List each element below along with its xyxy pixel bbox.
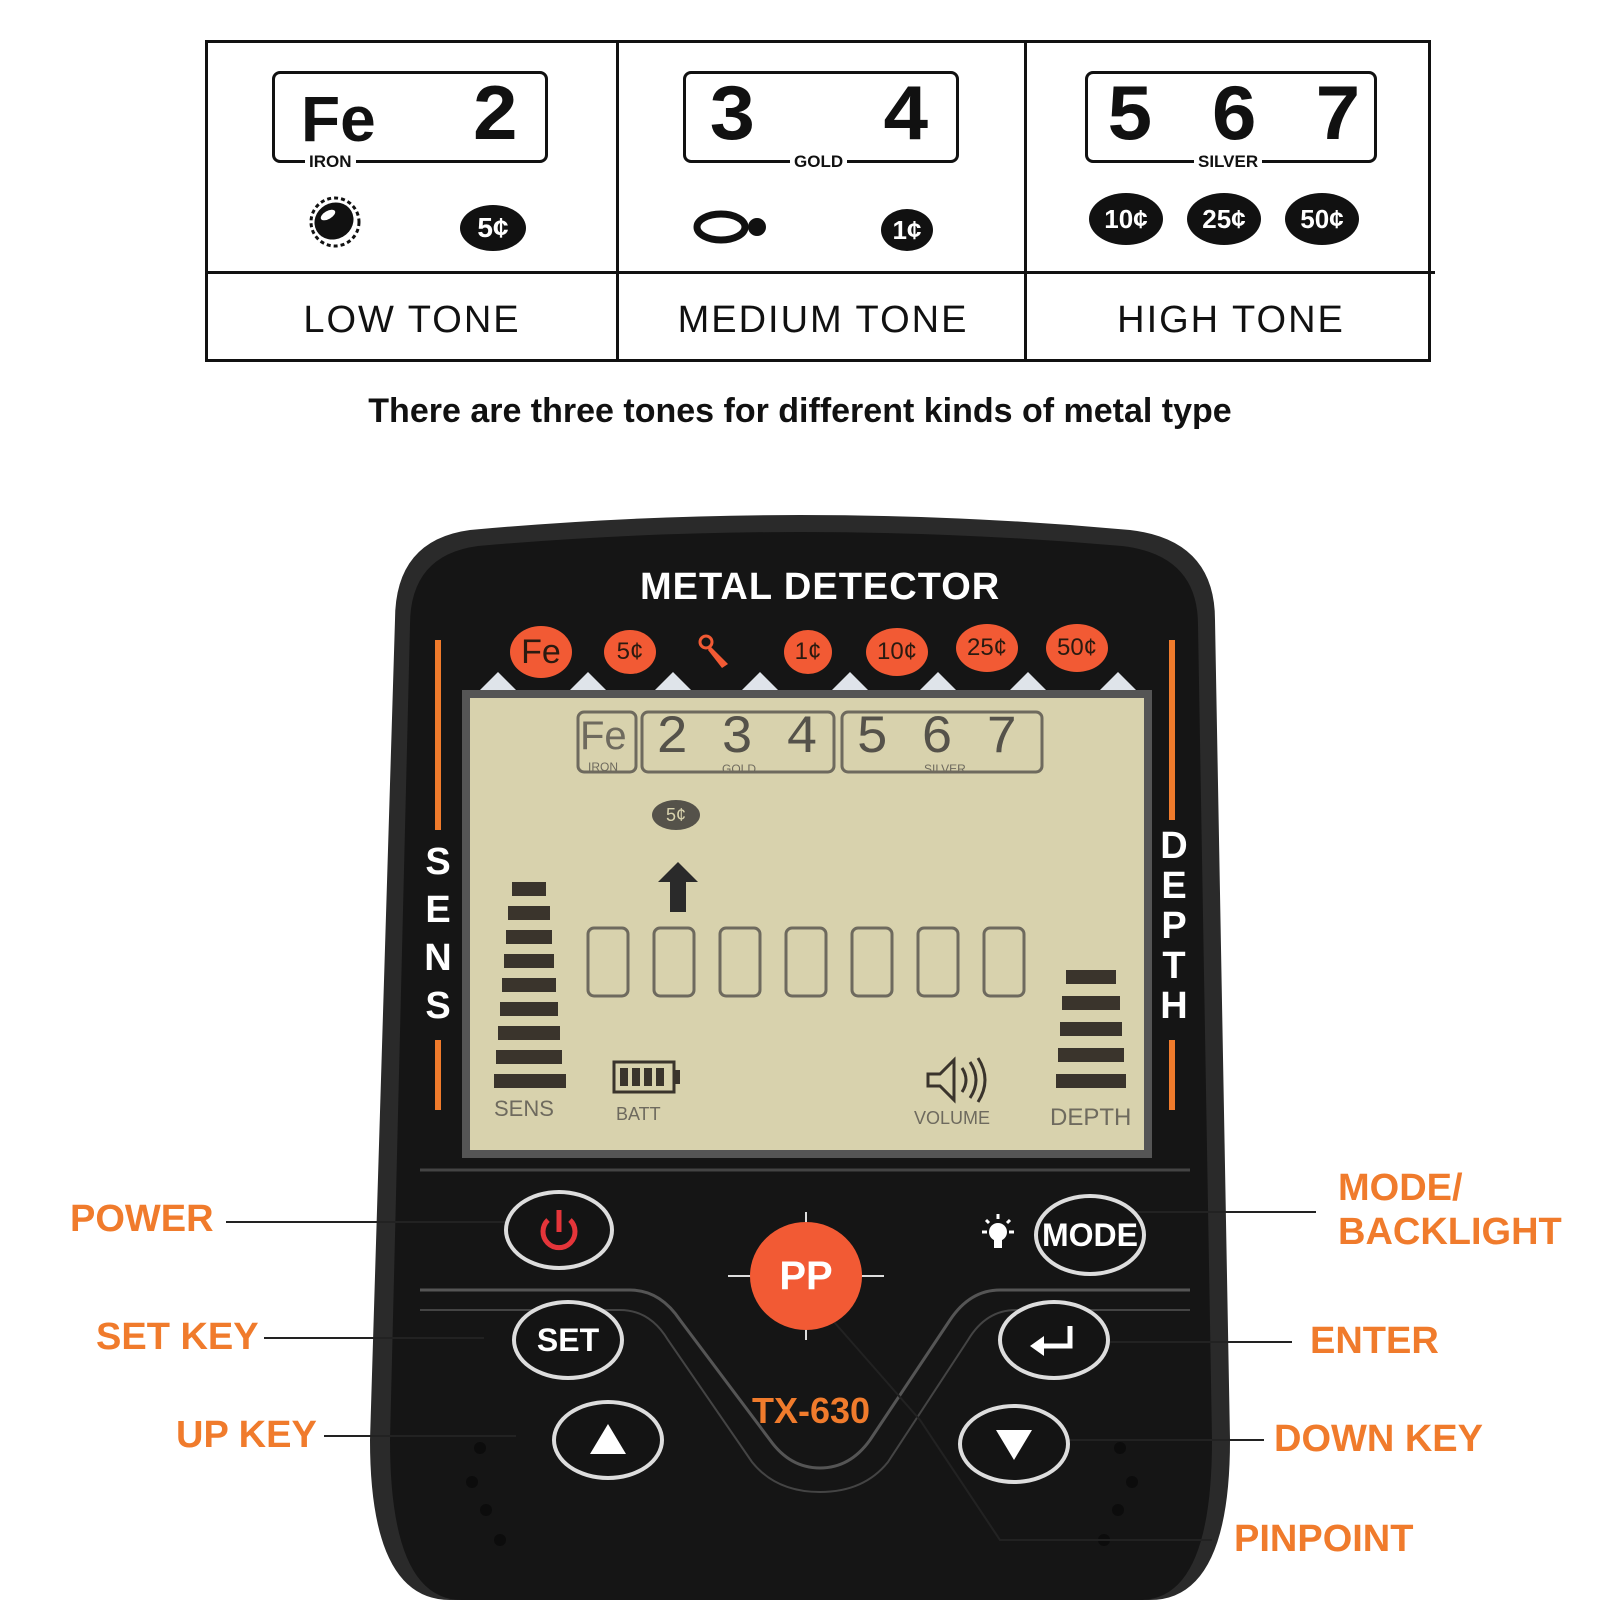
caption: There are three tones for different kind… — [368, 392, 1232, 430]
fe-symbol: Fe — [301, 83, 376, 155]
medium-tone-label: MEDIUM TONE — [677, 299, 969, 341]
callout-pinpoint: PINPOINT — [1234, 1518, 1414, 1560]
coin-50c-icon: 50¢ — [1285, 193, 1359, 245]
mode-button[interactable]: MODE — [1034, 1194, 1146, 1276]
lcd-gold-digits: 2 3 4 — [656, 708, 819, 769]
iron-display: Fe 2 IRON — [272, 71, 548, 172]
lcd-gold-label: GOLD — [722, 762, 757, 776]
lcd-silver-label: SILVER — [924, 762, 966, 776]
enter-button[interactable] — [998, 1300, 1110, 1380]
high-tone-label: HIGH TONE — [1117, 299, 1345, 341]
callout-mode-line2: BACKLIGHT — [1338, 1211, 1562, 1253]
up-arrow-icon — [590, 1424, 626, 1454]
gold-label: GOLD — [790, 152, 848, 172]
callout-down-key: DOWN KEY — [1274, 1418, 1483, 1460]
callout-power: POWER — [70, 1198, 214, 1240]
up-button[interactable] — [552, 1400, 664, 1480]
model-label: TX-630 — [752, 1390, 871, 1431]
enter-icon — [1030, 1326, 1073, 1356]
target-1c-icon: 1¢ — [784, 630, 832, 674]
low-tone-label: LOW TONE — [303, 299, 521, 341]
coin-10c-icon: 10¢ — [1089, 193, 1163, 245]
target-fe-icon: Fe — [510, 626, 572, 678]
device-title: METAL DETECTOR — [640, 566, 1001, 608]
gold-display: 3 4 GOLD — [683, 71, 959, 172]
target-5c-icon: 5¢ — [604, 630, 656, 674]
volume-icon — [926, 1058, 996, 1104]
tone-column-high: 5 6 7 SILVER 10¢ 25¢ 50¢ HIGH TONE — [1024, 43, 1435, 359]
iron-digit: 2 — [471, 73, 520, 164]
callout-mode-backlight: MODE/ BACKLIGHT — [1338, 1166, 1562, 1254]
power-button[interactable] — [504, 1190, 614, 1270]
power-icon — [540, 1210, 578, 1251]
lcd-fe: Fe — [580, 714, 627, 758]
callout-set-key: SET KEY — [96, 1316, 259, 1358]
target-50c-icon: 50¢ — [1046, 624, 1108, 672]
coin-1c-icon: 1¢ — [881, 209, 933, 251]
lcd-coin-5c-icon: 5¢ — [652, 800, 700, 830]
callout-enter: ENTER — [1310, 1320, 1439, 1362]
target-25c-icon: 25¢ — [956, 624, 1018, 672]
down-button[interactable] — [958, 1404, 1070, 1484]
callout-mode-line1: MODE/ — [1338, 1167, 1463, 1209]
down-arrow-icon — [996, 1430, 1032, 1460]
sens-side-label: SENS — [424, 841, 452, 1027]
lcd-volume-label: VOLUME — [914, 1108, 991, 1128]
lcd-depth-label: DEPTH — [1050, 1104, 1132, 1131]
ring-icon — [691, 207, 781, 247]
gold-digit-4: 4 — [882, 73, 931, 164]
iron-label: IRON — [305, 152, 356, 172]
lcd-batt-label: BATT — [616, 1104, 661, 1124]
silver-digits: 5 6 7 — [1106, 73, 1367, 164]
tone-column-low: Fe 2 IRON 5¢ LOW TONE — [208, 43, 616, 359]
pinpoint-button[interactable]: PP — [750, 1222, 862, 1330]
silver-display: 5 6 7 SILVER — [1085, 71, 1377, 172]
lcd-silver-digits: 5 6 7 — [856, 708, 1019, 769]
tone-table: Fe 2 IRON 5¢ LOW TONE 3 4 GOLD — [205, 40, 1435, 362]
coin-25c-icon: 25¢ — [1187, 193, 1261, 245]
backlight-bulb-icon — [976, 1212, 1020, 1256]
lcd-iron-label: IRON — [588, 760, 618, 774]
bottle-cap-icon — [308, 195, 362, 249]
silver-label: SILVER — [1194, 152, 1263, 172]
lcd-sens-label: SENS — [494, 1096, 554, 1121]
coin-5c-icon: 5¢ — [460, 205, 526, 251]
target-ring-icon — [694, 632, 736, 674]
callout-up-key: UP KEY — [176, 1414, 317, 1456]
target-10c-icon: 10¢ — [866, 628, 928, 676]
tone-column-medium: 3 4 GOLD 1¢ MEDIUM TONE — [616, 43, 1027, 359]
gold-digit-3: 3 — [708, 73, 757, 164]
set-button[interactable]: SET — [512, 1300, 624, 1380]
depth-side-label: DEPTH — [1160, 825, 1188, 1027]
battery-icon — [610, 1062, 680, 1094]
